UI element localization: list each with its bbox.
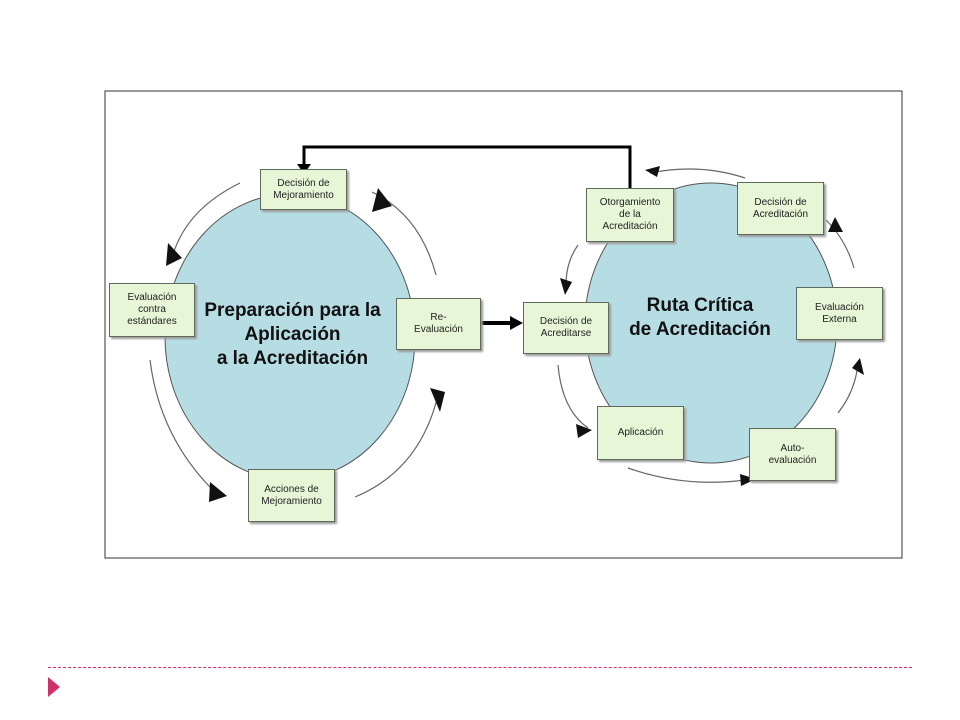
box-decision-mejoramiento: Decisión de Mejoramiento: [260, 169, 347, 210]
box-evaluacion-externa: Evaluación Externa: [796, 287, 883, 340]
left-cycle-arrows: [149, 182, 439, 498]
box-otorgamiento: Otorgamiento de la Acreditación: [586, 188, 674, 242]
box-evaluacion-estandares: Evaluación contra estándares: [109, 283, 195, 337]
box-auto-evaluacion: Auto- evaluación: [749, 428, 836, 481]
left-cycle-title: Preparación para la Aplicación a la Acre…: [204, 300, 381, 369]
box-decision-acreditacion: Decisión de Acreditación: [737, 182, 824, 235]
footer-divider: [48, 667, 912, 668]
box-aplicacion: Aplicación: [597, 406, 684, 460]
box-re-evaluacion: Re- Evaluación: [396, 298, 481, 350]
right-cycle-title: Ruta Crítica de Acreditación: [629, 295, 771, 340]
left-cycle-arrowheads: [166, 188, 445, 502]
transition-arrow-head: [510, 316, 523, 330]
slide-marker-icon: [48, 677, 60, 697]
box-acciones-mejoramiento: Acciones de Mejoramiento: [248, 469, 335, 522]
right-cycle-arrowheads: [560, 166, 864, 486]
box-decision-acreditarse: Decisión de Acreditarse: [523, 302, 609, 354]
feedback-connector: [302, 145, 632, 188]
